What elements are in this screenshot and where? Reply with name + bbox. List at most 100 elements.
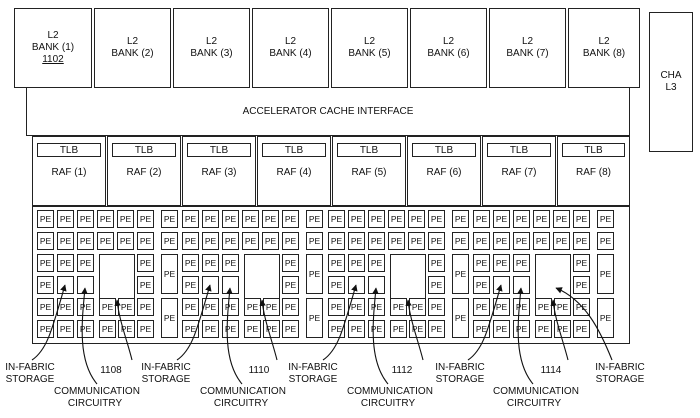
processing-element: PE xyxy=(533,232,550,250)
processing-element: PE xyxy=(535,320,552,338)
processing-element: PE xyxy=(493,254,510,272)
processing-element: PE xyxy=(428,298,445,316)
processing-element: PE xyxy=(57,254,74,272)
processing-element: PE xyxy=(202,232,219,250)
processing-element: PE xyxy=(473,232,490,250)
communication-circuitry-box xyxy=(77,276,94,294)
processing-element: PE xyxy=(77,298,94,316)
interface-label: ACCELERATOR CACHE INTERFACE xyxy=(242,106,414,117)
processing-element: PE xyxy=(328,276,345,294)
processing-element: PE xyxy=(533,210,550,228)
processing-element: PE xyxy=(182,298,199,316)
processing-element: PE xyxy=(222,232,239,250)
processing-element: PE xyxy=(473,210,490,228)
bank-line2: BANK (8) xyxy=(582,48,626,59)
processing-element: PE xyxy=(57,232,74,250)
processing-element: PE xyxy=(493,210,510,228)
processing-element: PE xyxy=(99,298,116,316)
processing-element: PE xyxy=(348,298,365,316)
bank-line1: L2 xyxy=(521,36,534,47)
processing-element: PE xyxy=(368,210,385,228)
raf-label: RAF (3) xyxy=(201,167,237,178)
processing-element: PE xyxy=(408,210,425,228)
ref-1110: 1110 xyxy=(248,365,270,376)
processing-element: PE xyxy=(573,298,590,316)
l2-bank-1: L2 BANK (1) 1102 xyxy=(14,8,92,88)
processing-element: PE xyxy=(573,320,590,338)
processing-element: PE xyxy=(222,254,239,272)
processing-element: PE xyxy=(77,210,94,228)
processing-element: PE xyxy=(37,298,54,316)
processing-element: PE xyxy=(37,254,54,272)
processing-element: PE xyxy=(473,320,490,338)
processing-element: PE xyxy=(118,298,135,316)
tall-processing-element: PE xyxy=(452,298,469,338)
processing-element: PE xyxy=(390,320,407,338)
processing-element: PE xyxy=(202,298,219,316)
processing-element: PE xyxy=(513,210,530,228)
processing-element: PE xyxy=(513,232,530,250)
communication-circuitry-box xyxy=(202,276,219,294)
processing-element: PE xyxy=(328,320,345,338)
processing-element: PE xyxy=(513,298,530,316)
processing-element: PE xyxy=(535,298,552,316)
processing-element: PE xyxy=(202,254,219,272)
tall-processing-element: PE xyxy=(306,298,323,338)
processing-element: PE xyxy=(573,276,590,294)
processing-element: PE xyxy=(161,232,178,250)
bank-line2: BANK (4) xyxy=(269,48,312,59)
tall-processing-element: PE xyxy=(306,254,323,294)
processing-element: PE xyxy=(77,232,94,250)
processing-element: PE xyxy=(553,210,570,228)
processing-element: PE xyxy=(428,210,445,228)
processing-element: PE xyxy=(573,232,590,250)
bank-line1: L2 xyxy=(47,30,59,41)
raf-label: RAF (6) xyxy=(426,167,462,178)
processing-element: PE xyxy=(262,232,279,250)
raf-label: RAF (5) xyxy=(351,167,387,178)
processing-element: PE xyxy=(368,320,385,338)
processing-element: PE xyxy=(37,210,54,228)
tlb-1: TLB xyxy=(37,143,101,157)
processing-element: PE xyxy=(244,320,261,338)
processing-element: PE xyxy=(348,210,365,228)
tall-processing-element: PE xyxy=(597,254,614,294)
processing-element: PE xyxy=(244,298,261,316)
bank-line1: L2 xyxy=(598,36,610,47)
processing-element: PE xyxy=(182,210,199,228)
processing-element: PE xyxy=(328,254,345,272)
processing-element: PE xyxy=(262,210,279,228)
processing-element: PE xyxy=(282,276,299,294)
processing-element: PE xyxy=(328,210,345,228)
processing-element: PE xyxy=(409,298,426,316)
l2-bank-2: L2 BANK (2) xyxy=(94,8,171,88)
processing-element: PE xyxy=(182,232,199,250)
cha-l3: CHA L3 xyxy=(649,12,693,152)
processing-element: PE xyxy=(428,320,445,338)
processing-element: PE xyxy=(263,320,280,338)
processing-element: PE xyxy=(222,298,239,316)
l2-bank-7: L2 BANK (7) xyxy=(489,8,566,88)
processing-element: PE xyxy=(554,320,571,338)
raf-label: RAF (7) xyxy=(501,167,537,178)
processing-element: PE xyxy=(137,320,154,338)
processing-element: PE xyxy=(282,298,299,316)
ref-1108: 1108 xyxy=(100,365,122,376)
processing-element: PE xyxy=(388,232,405,250)
processing-element: PE xyxy=(182,276,199,294)
tlb-3: TLB xyxy=(187,143,251,157)
processing-element: PE xyxy=(137,210,154,228)
processing-element: PE xyxy=(37,320,54,338)
processing-element: PE xyxy=(118,320,135,338)
processing-element: PE xyxy=(513,320,530,338)
bank-line2: BANK (7) xyxy=(506,48,549,59)
processing-element: PE xyxy=(452,210,469,228)
processing-element: PE xyxy=(554,298,571,316)
communication-circuitry-box xyxy=(493,276,510,294)
processing-element: PE xyxy=(328,232,345,250)
processing-element: PE xyxy=(597,232,614,250)
processing-element: PE xyxy=(117,232,134,250)
bank-line1: L2 xyxy=(363,36,376,47)
